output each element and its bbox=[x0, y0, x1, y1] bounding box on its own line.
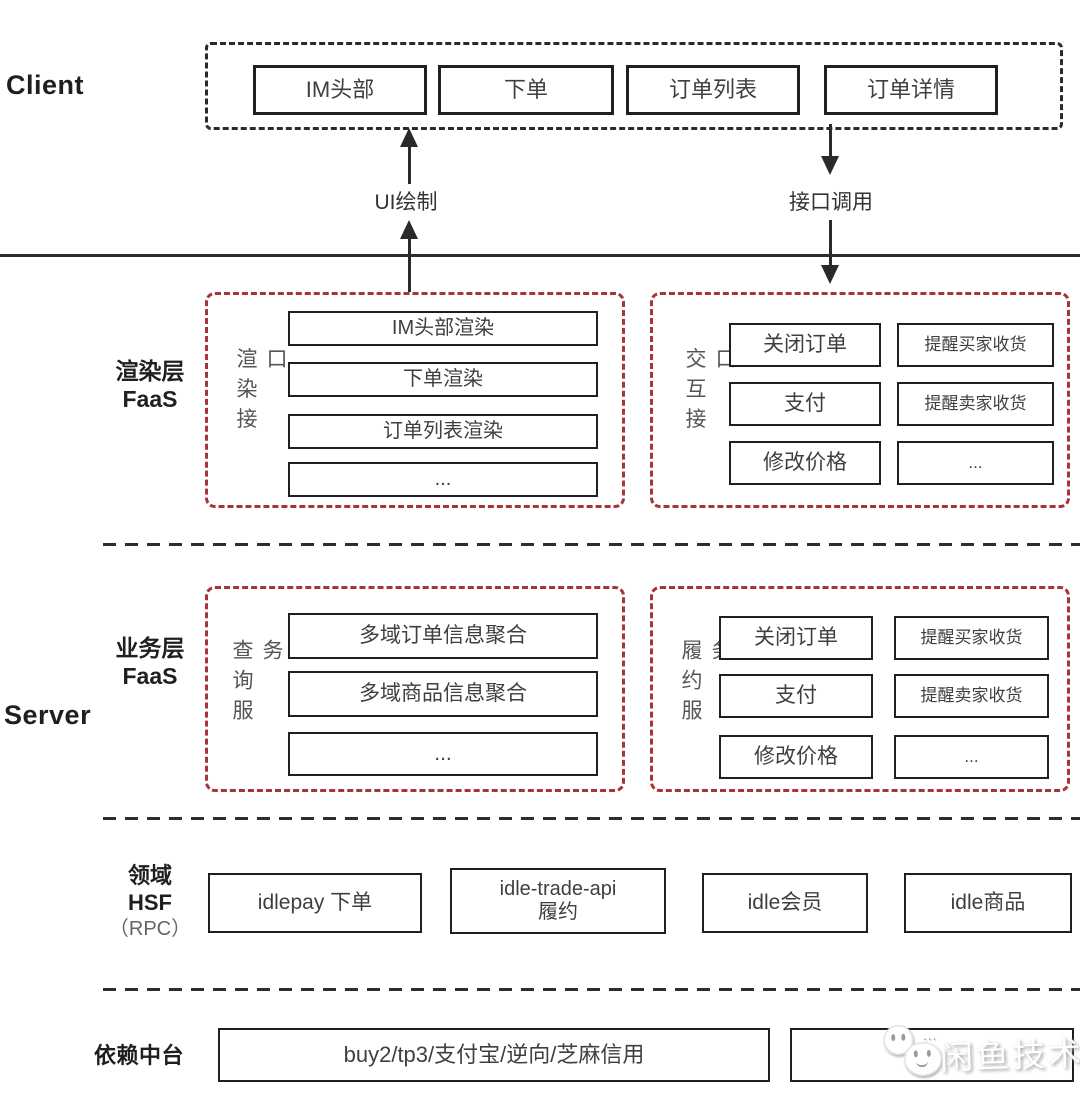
hsf-box-idle-member: idle会员 bbox=[702, 873, 868, 933]
watermark: ... 闲鱼技术 bbox=[877, 1014, 1080, 1099]
business-hsf-divider bbox=[103, 817, 1080, 820]
hsf-layer-label-line2: HSF bbox=[128, 890, 172, 915]
fulfill-box-remind-buyer: 提醒买家收货 bbox=[894, 616, 1049, 660]
hsf-box-idle-item: idle商品 bbox=[904, 873, 1072, 933]
api-call-arrowhead-bottom bbox=[821, 265, 839, 284]
business-layer-label-line1: 业务层 bbox=[115, 635, 185, 661]
ui-draw-arrowhead-top bbox=[400, 128, 418, 147]
hsf-box-idle-trade-api: idle-trade-api 履约 bbox=[450, 868, 666, 934]
interact-box-remind-seller: 提醒卖家收货 bbox=[897, 382, 1054, 426]
client-box-place-order: 下单 bbox=[438, 65, 614, 115]
render-box-more: ... bbox=[288, 462, 598, 497]
render-box-place-order: 下单渲染 bbox=[288, 362, 598, 397]
fulfill-box-close-order: 关闭订单 bbox=[719, 616, 873, 660]
interact-box-more: ... bbox=[897, 441, 1054, 485]
client-box-im-header: IM头部 bbox=[253, 65, 427, 115]
watermark-bubble-dots: ... bbox=[922, 1027, 938, 1044]
render-interface-group: 渲染接口 IM头部渲染 下单渲染 订单列表渲染 ... bbox=[205, 292, 625, 508]
api-call-label: 接口调用 bbox=[789, 191, 873, 214]
ui-draw-arrowhead-bottom bbox=[400, 220, 418, 239]
api-call-arrowhead-top bbox=[821, 156, 839, 175]
business-layer-label: 业务层 FaaS bbox=[90, 634, 210, 690]
hsf-platform-divider bbox=[103, 988, 1080, 991]
hsf-box-idlepay: idlepay 下单 bbox=[208, 873, 422, 933]
business-layer-label-line2: FaaS bbox=[122, 663, 178, 689]
hsf-layer-label: 领域 HSF （RPC） bbox=[90, 862, 210, 943]
fulfill-box-more: ... bbox=[894, 735, 1049, 779]
hsf-layer-label-line3: （RPC） bbox=[108, 918, 192, 940]
query-service-vertical-label: 查询服务 bbox=[230, 639, 283, 729]
fulfill-box-remind-seller: 提醒卖家收货 bbox=[894, 674, 1049, 718]
watermark-text: 闲鱼技术 bbox=[939, 1034, 1080, 1077]
ui-draw-line-top bbox=[408, 146, 411, 184]
render-layer-label: 渲染层 FaaS bbox=[90, 357, 210, 413]
render-box-order-list: 订单列表渲染 bbox=[288, 414, 598, 449]
api-call-line-bottom bbox=[829, 220, 832, 266]
platform-layer-label: 依赖中台 bbox=[94, 1043, 185, 1068]
query-box-item-aggregate: 多域商品信息聚合 bbox=[288, 671, 598, 717]
api-call-line-top bbox=[829, 124, 832, 158]
render-layer-label-line1: 渲染层 bbox=[115, 358, 185, 384]
ui-draw-line-bottom bbox=[408, 238, 411, 292]
server-layer-label: Server bbox=[4, 700, 92, 730]
query-box-more: ... bbox=[288, 732, 598, 776]
fulfill-box-change-price: 修改价格 bbox=[719, 735, 873, 779]
hsf-box-idle-trade-api-line2: 履约 bbox=[538, 901, 578, 923]
interact-box-close-order: 关闭订单 bbox=[729, 323, 881, 367]
interact-box-pay: 支付 bbox=[729, 382, 881, 426]
interact-box-change-price: 修改价格 bbox=[729, 441, 881, 485]
watermark-face-big-icon bbox=[903, 1041, 943, 1077]
client-server-divider bbox=[0, 254, 1080, 257]
platform-box-middleware: buy2/tp3/支付宝/逆向/芝麻信用 bbox=[218, 1028, 770, 1082]
client-box-order-detail: 订单详情 bbox=[824, 65, 998, 115]
faas-layer-divider bbox=[103, 543, 1080, 546]
interact-interface-group: 交互接口 关闭订单 支付 修改价格 提醒买家收货 提醒卖家收货 ... bbox=[650, 292, 1070, 508]
render-interface-vertical-label: 渲染接口 bbox=[234, 347, 287, 438]
query-service-group: 查询服务 多域订单信息聚合 多域商品信息聚合 ... bbox=[205, 586, 625, 792]
query-box-order-aggregate: 多域订单信息聚合 bbox=[288, 613, 598, 659]
fulfill-box-pay: 支付 bbox=[719, 674, 873, 718]
hsf-box-idle-trade-api-line1: idle-trade-api bbox=[499, 878, 617, 900]
ui-draw-label: UI绘制 bbox=[374, 191, 438, 214]
hsf-layer-label-line1: 领域 bbox=[127, 863, 172, 888]
client-box-order-list: 订单列表 bbox=[626, 65, 800, 115]
render-box-im-header: IM头部渲染 bbox=[288, 311, 598, 346]
interact-box-remind-buyer: 提醒买家收货 bbox=[897, 323, 1054, 367]
client-container: IM头部 下单 订单列表 订单详情 bbox=[205, 42, 1063, 130]
render-layer-label-line2: FaaS bbox=[122, 386, 178, 412]
client-layer-label: Client bbox=[6, 70, 85, 100]
fulfillment-service-group: 履约服务 关闭订单 支付 修改价格 提醒买家收货 提醒卖家收货 ... bbox=[650, 586, 1070, 792]
